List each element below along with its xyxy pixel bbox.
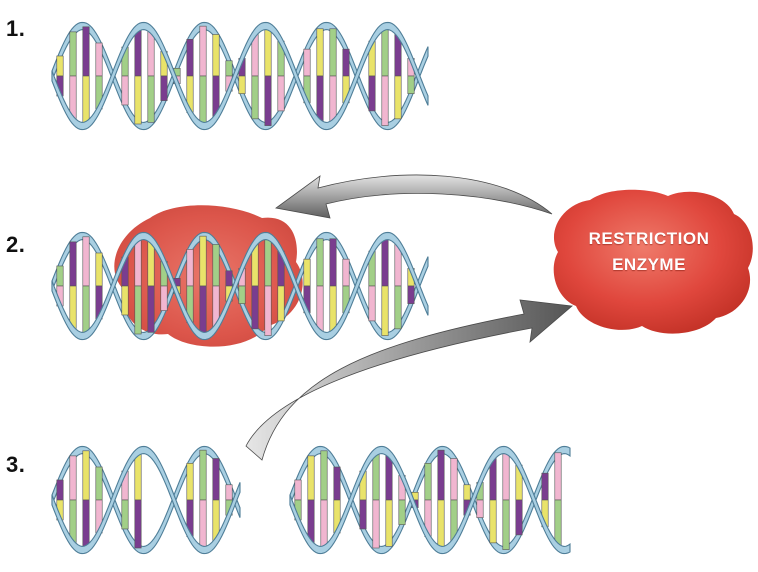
step-label-1: 1.: [6, 16, 26, 41]
enzyme-label-line-1: RESTRICTION: [588, 229, 710, 248]
restriction-enzyme-icon: [553, 189, 753, 334]
step-label-3: 3.: [6, 452, 26, 477]
enzyme-label: RESTRICTION ENZYME: [556, 226, 742, 278]
curved-arrow-icon: [245, 299, 573, 461]
dna-helix-bound: [51, 231, 429, 341]
dna-fragment-right: [289, 445, 571, 555]
step-label-2: 2.: [6, 232, 26, 257]
enzyme-label-line-2: ENZYME: [612, 255, 686, 274]
dna-helix-intact: [51, 21, 429, 131]
dna-fragment-left: [51, 445, 241, 555]
curved-arrow-icon: [275, 174, 553, 219]
bound-enzyme: [114, 205, 303, 347]
